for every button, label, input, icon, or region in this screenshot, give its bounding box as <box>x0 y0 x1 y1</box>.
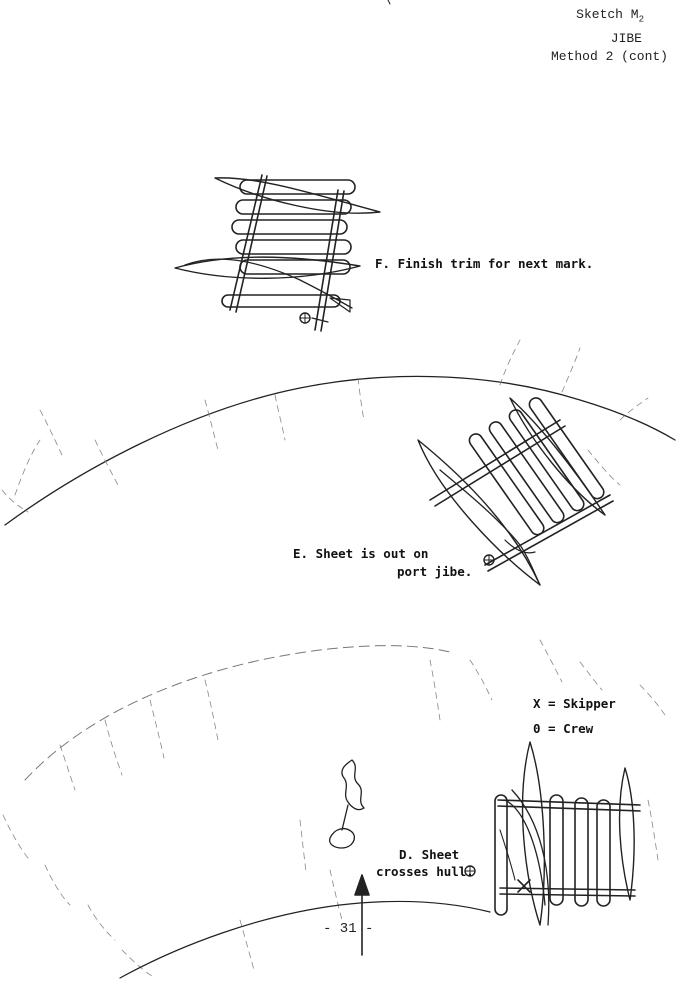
wake-curve-bottom <box>119 900 491 979</box>
step-e-label-line2: port jibe. <box>397 564 473 579</box>
maneuver-title: JIBE <box>610 31 642 46</box>
sketch-label-subscript: 2 <box>638 14 644 25</box>
wake-curve-upper <box>4 375 676 526</box>
catamaran-e <box>417 397 614 586</box>
wave-marks-upper <box>1 339 649 513</box>
step-d-label-line1: D. Sheet <box>399 847 460 862</box>
step-f-label: F. Finish trim for next mark. <box>375 256 594 271</box>
method-label: Method 2 (cont) <box>550 49 668 64</box>
mark-flag <box>328 759 365 849</box>
step-e-label-line1: E. Sheet is out on <box>293 546 429 561</box>
top-tick <box>387 0 391 5</box>
legend-crew: 0 = Crew <box>533 721 594 736</box>
step-d-label-line2: crosses hull. <box>376 864 474 879</box>
sketch-label: Sketch M2 <box>576 8 644 25</box>
direction-arrow <box>354 874 370 956</box>
sketch-label-text: Sketch M <box>576 7 639 22</box>
legend-skipper: X = Skipper <box>533 696 616 711</box>
catamaran-f <box>174 174 381 332</box>
page-number: - 31 - <box>323 921 374 937</box>
wave-marks-lower <box>2 639 666 979</box>
catamaran-d <box>464 741 641 926</box>
wake-curve-lower <box>24 645 451 781</box>
